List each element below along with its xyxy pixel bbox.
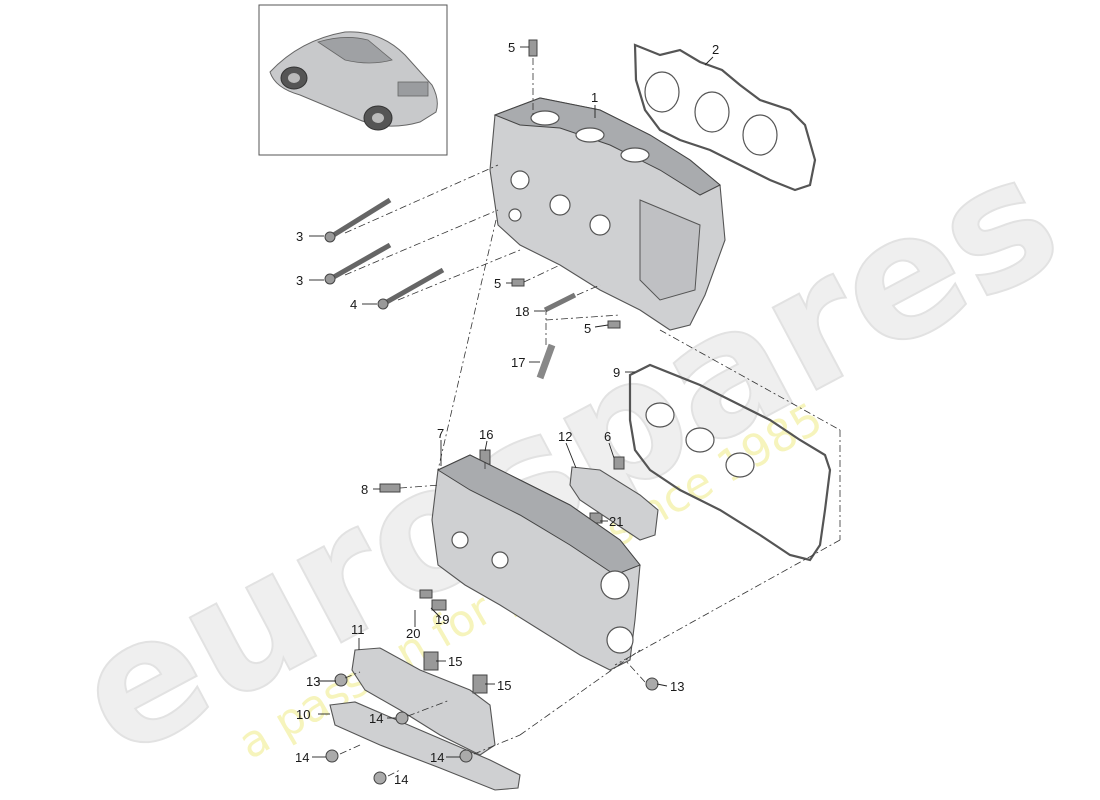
callout-16: 16 [479,427,493,442]
callout-13-left: 13 [306,674,320,689]
callout-12: 12 [558,429,572,444]
callout-14-upper: 14 [369,711,383,726]
callout-2: 2 [712,42,719,57]
callout-6: 6 [604,429,611,444]
cover-plates [329,647,521,791]
callout-21: 21 [609,514,623,529]
callout-5-middle: 5 [494,276,501,291]
vehicle-thumbnail [258,4,448,156]
cylinder-head-bolts [324,197,445,310]
cylinder-head-gasket [633,43,817,192]
bracket [569,466,659,541]
callout-4: 4 [350,297,357,312]
callout-8: 8 [361,482,368,497]
callout-13-right: 13 [670,679,684,694]
alignment-lines [339,58,841,777]
callout-18: 18 [515,304,529,319]
callout-9: 9 [613,365,620,380]
camshaft-housing-gasket [628,363,832,562]
callout-15-right: 15 [497,678,511,693]
callout-5-top: 5 [508,40,515,55]
callout-17: 17 [511,355,525,370]
cylinder-head [489,97,726,331]
callout-10: 10 [296,707,310,722]
small-fasteners [379,39,625,611]
camshaft-housing [431,454,641,671]
cover-bolts [325,673,659,785]
callout-19: 19 [435,612,449,627]
callout-5-right: 5 [584,321,591,336]
callout-14-bottom: 14 [394,772,408,787]
callout-14-right: 14 [430,750,444,765]
callout-7: 7 [437,426,444,441]
callout-20: 20 [406,626,420,641]
callout-labels: 5 1 2 3 3 4 5 18 5 17 9 7 16 12 6 8 21 1… [295,40,719,787]
callout-1: 1 [591,90,598,105]
callout-11: 11 [351,622,365,637]
leader-lines [309,46,714,758]
callout-3-upper: 3 [296,229,303,244]
callout-3-lower: 3 [296,273,303,288]
callout-15-left: 15 [448,654,462,669]
callout-14-left: 14 [295,750,309,765]
